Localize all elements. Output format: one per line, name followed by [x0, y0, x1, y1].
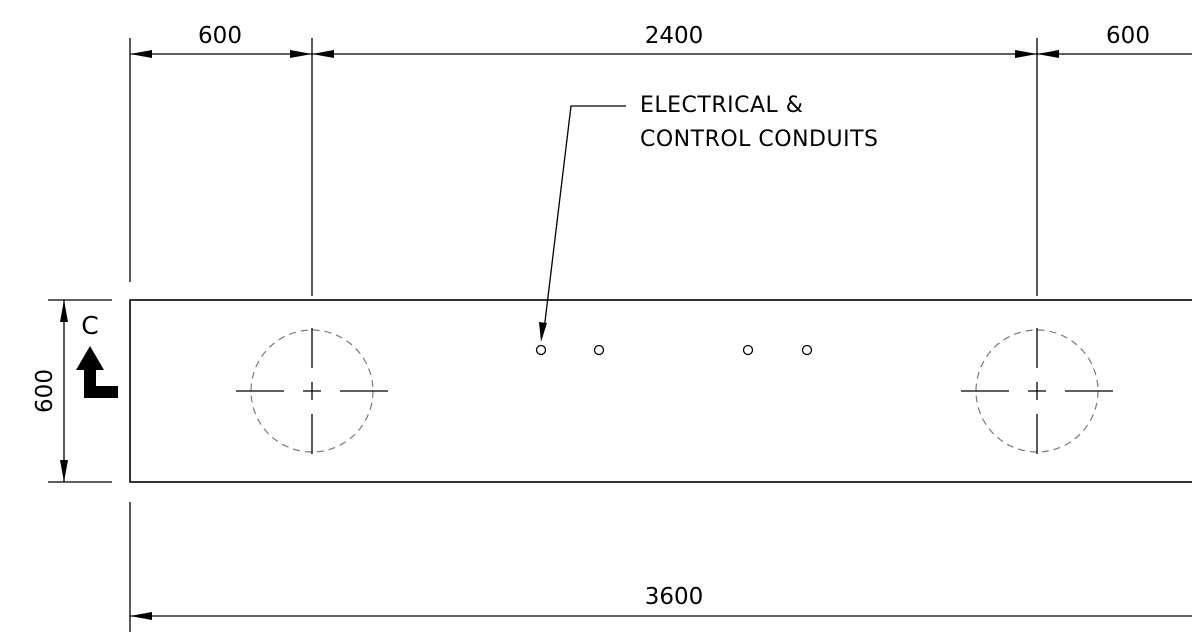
left-dimension-line — [60, 300, 68, 482]
dimension-label-right: 600 — [1106, 23, 1150, 49]
section-bracket-icon — [84, 370, 118, 398]
arrowhead — [312, 50, 334, 58]
arrowhead — [130, 612, 152, 620]
dimension-label-middle: 2400 — [645, 23, 704, 49]
conduits — [535, 344, 813, 356]
conduit-circle — [742, 344, 754, 356]
dimension-label-left: 600 — [198, 23, 242, 49]
leader-arrowhead — [539, 322, 547, 342]
footing-outline — [129, 299, 1192, 483]
arrowhead — [60, 300, 68, 322]
arrowhead — [1037, 50, 1059, 58]
note-line-1: ELECTRICAL & — [640, 93, 803, 118]
arrowhead — [130, 50, 152, 58]
arrowhead — [290, 50, 312, 58]
leader-line — [543, 105, 626, 331]
pile-right — [961, 328, 1113, 454]
arrowhead — [1015, 50, 1037, 58]
conduit-circle — [535, 344, 547, 356]
note-line-2: CONTROL CONDUITS — [640, 127, 879, 152]
conduit-circle — [593, 344, 605, 356]
section-letter: C — [81, 311, 98, 340]
section-marker: C — [76, 311, 118, 398]
dimension-label-overall: 3600 — [645, 584, 704, 610]
pile-left — [236, 328, 388, 454]
extension-lines — [48, 38, 1038, 632]
section-arrow-icon — [76, 346, 104, 370]
bottom-dimension-line — [130, 612, 1192, 620]
top-dimension-line — [130, 50, 1192, 58]
arrowhead — [60, 460, 68, 482]
dimension-label-height: 600 — [32, 369, 58, 413]
conduit-circle — [801, 344, 813, 356]
conduit-leader — [539, 105, 626, 342]
